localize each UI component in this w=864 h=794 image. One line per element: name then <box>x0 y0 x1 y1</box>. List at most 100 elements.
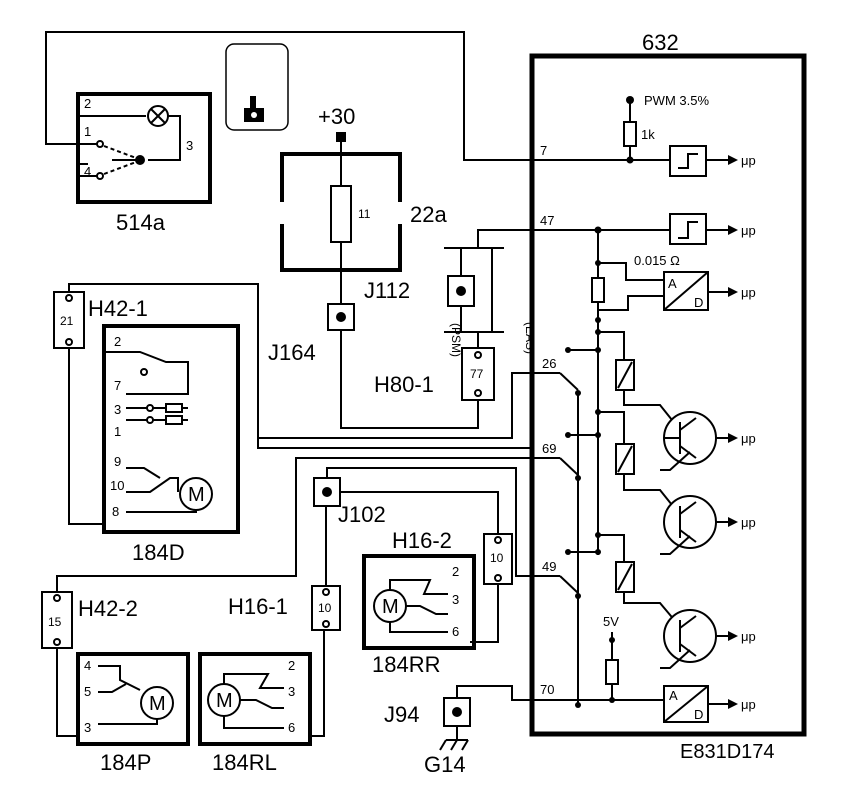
184rl-pin-3: 3 <box>288 684 295 699</box>
h16-2-label: H16-2 <box>392 528 452 553</box>
connector-h42-1: 21 H42-1 <box>53 283 534 449</box>
connector-h16-2: 10 H16-2 <box>392 528 513 643</box>
h42-1-pin: 21 <box>60 314 74 328</box>
184rr-pin-2: 2 <box>452 564 459 579</box>
motor-184p-label: 184P <box>100 750 151 775</box>
switch-514a-frame <box>76 92 212 204</box>
pin-26: 26 <box>542 356 556 371</box>
wire-h42-1-184d <box>68 348 106 525</box>
h16-1-label: H16-1 <box>228 594 288 619</box>
184d-pin-8: 8 <box>112 504 119 519</box>
184d-m: M <box>188 484 205 506</box>
h80-1-label: H80-1 <box>374 372 434 397</box>
j94-label: J94 <box>384 702 419 727</box>
ad2-a: A <box>669 688 678 703</box>
mu-p-label-7: μp <box>741 697 756 712</box>
184rr-pin-3: 3 <box>452 592 459 607</box>
pin-69: 69 <box>542 441 556 456</box>
motor-184d: 184D 2 7 3 1 9 10 8 M <box>68 324 240 565</box>
wire-184rl-h16-1 <box>308 628 325 737</box>
switch-514a: 514a 2 1 4 3 <box>76 92 212 235</box>
module-632: 632 PWM 3.5% 1k 7 μp 47 μp 0.015 Ω <box>529 30 807 737</box>
184rr-m: M <box>382 596 399 618</box>
h42-2-pin: 15 <box>48 615 62 629</box>
connector-j164: J164 <box>268 303 479 429</box>
shunt-resistor <box>591 277 605 303</box>
mu-p-label-4: μp <box>741 431 756 446</box>
ad2-d: D <box>694 707 703 722</box>
184p-m: M <box>149 693 166 715</box>
transistor-3: μp <box>660 609 756 669</box>
pwm-label: PWM 3.5% <box>644 93 709 108</box>
j164-label: J164 <box>268 340 316 365</box>
transistor-2: μp <box>660 495 756 555</box>
h42-2-label: H42-2 <box>78 596 138 621</box>
motor-184rl: 184RL 2 3 6 M <box>198 628 325 775</box>
key-icon <box>225 43 289 131</box>
fuse-block-label: 22a <box>410 202 447 227</box>
motor-184p: 184P 4 5 3 M <box>76 652 190 775</box>
wire-514a-pin7 <box>45 31 534 161</box>
mu-p-label-1: μp <box>741 153 756 168</box>
mu-p-label-2: μp <box>741 223 756 238</box>
switch-514a-pin-2: 2 <box>84 96 91 111</box>
j112-label: J112 <box>364 278 410 303</box>
connector-h80-1: 77 H80-1 <box>374 347 495 401</box>
shunt-label: 0.015 Ω <box>634 253 680 268</box>
five-v-label: 5V <box>603 614 619 629</box>
184rl-pin-6: 6 <box>288 720 295 735</box>
ground-label: G14 <box>424 752 466 777</box>
switch-514a-label: 514a <box>116 210 166 235</box>
transistor-1: μp <box>660 411 756 471</box>
connector-j94: J94 G14 <box>384 685 534 777</box>
module-632-frame <box>529 53 807 737</box>
switch-514a-pin-3: 3 <box>186 138 193 153</box>
motor-184d-label: 184D <box>132 540 185 565</box>
184p-pin-5: 5 <box>84 684 91 699</box>
184d-pin-9: 9 <box>114 454 121 469</box>
motor-184rl-label: 184RL <box>212 750 277 775</box>
connector-j112: J112 (PSM) (EAS) <box>364 229 537 357</box>
psm-label: (PSM) <box>449 323 463 357</box>
connector-j102: J102 <box>313 467 534 577</box>
wire-j164-h80 <box>340 330 479 429</box>
motor-184rr: 184RR 2 3 6 M <box>362 554 476 677</box>
connector-h16-1: 10 H16-1 <box>228 506 341 631</box>
pin-47: 47 <box>540 213 554 228</box>
h16-2-pin: 10 <box>490 551 504 565</box>
184d-pin-1: 1 <box>114 424 121 439</box>
184p-pin-3: 3 <box>84 720 91 735</box>
184d-pin-2: 2 <box>114 334 121 349</box>
resistor-1k-label: 1k <box>641 127 655 142</box>
motor-184rr-label: 184RR <box>372 652 440 677</box>
h80-1-pin: 77 <box>470 367 484 381</box>
184p-pin-4: 4 <box>84 658 91 673</box>
h16-1-pin: 10 <box>318 601 332 615</box>
pin-70: 70 <box>540 682 554 697</box>
mu-p-label-5: μp <box>741 515 756 530</box>
pullup-5v <box>605 659 619 685</box>
module-632-label: 632 <box>642 30 679 55</box>
j102-label: J102 <box>338 502 386 527</box>
ad1-a: A <box>668 276 677 291</box>
connector-h42-2: 15 H42-2 <box>41 457 534 737</box>
184d-pin-10: 10 <box>110 478 124 493</box>
ad1-d: D <box>694 295 703 310</box>
fuse-number: 11 <box>358 207 371 221</box>
wire-h42-2-pin69 <box>56 457 534 592</box>
mu-p-label-6: μp <box>741 629 756 644</box>
h42-1-label: H42-1 <box>88 296 148 321</box>
schmitt-trigger-7 <box>669 145 707 177</box>
184d-pin-3: 3 <box>114 402 121 417</box>
eas-label: (EAS) <box>523 322 537 354</box>
resistor-1k <box>623 121 637 147</box>
wire-h42-1-pin69 <box>68 283 534 449</box>
184rl-pin-2: 2 <box>288 658 295 673</box>
fuse-block-22a: +30 11 22a <box>278 104 447 312</box>
184rl-m: M <box>216 690 233 712</box>
pin-7: 7 <box>540 143 547 158</box>
wire-pin26 <box>258 372 534 439</box>
fuse-11 <box>330 185 352 243</box>
switch-514a-pin-4: 4 <box>84 164 91 179</box>
